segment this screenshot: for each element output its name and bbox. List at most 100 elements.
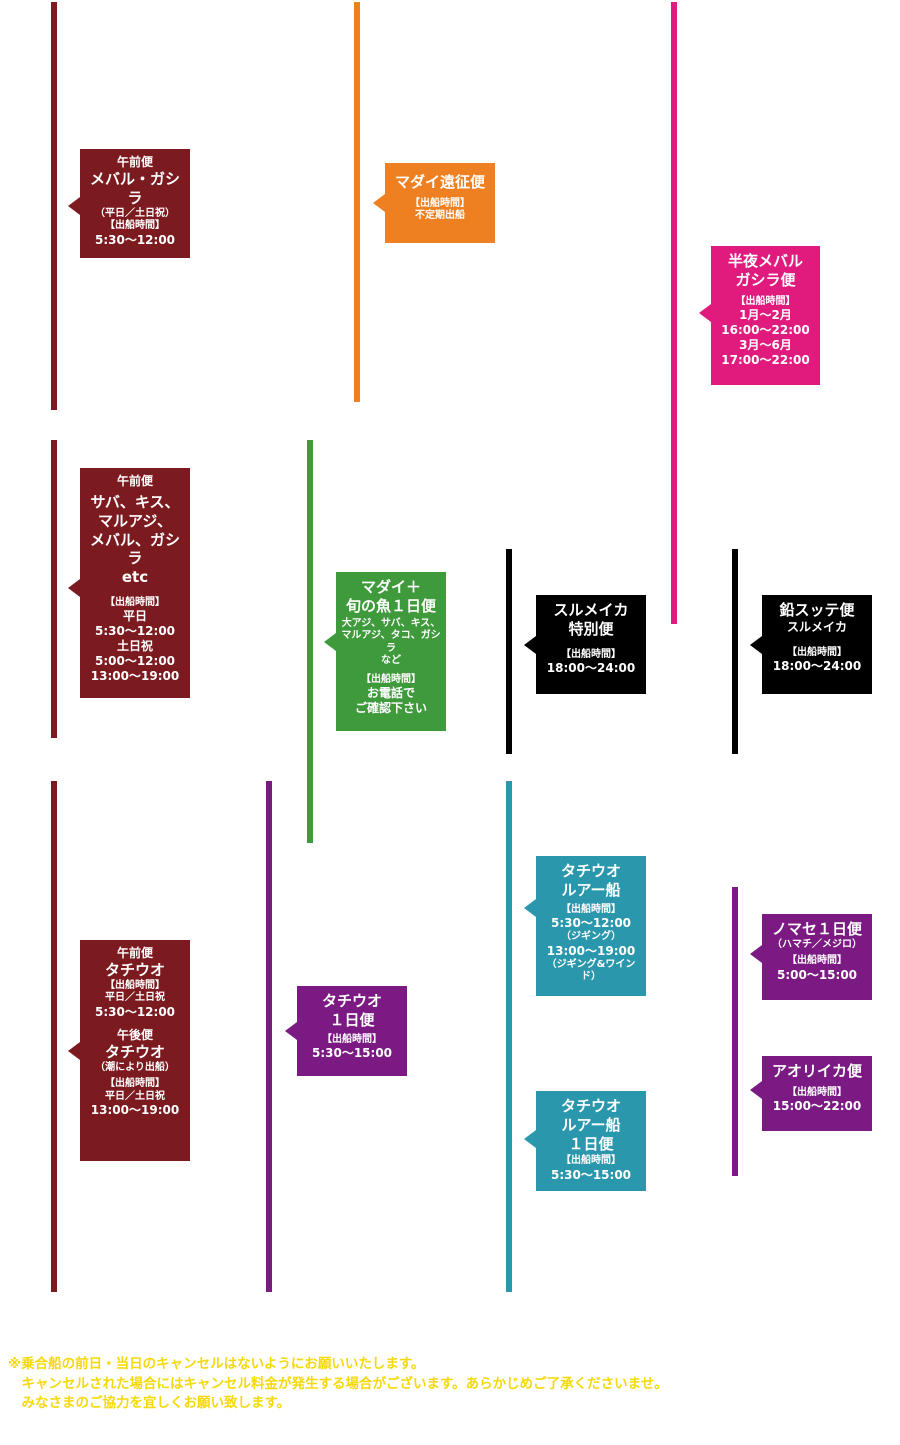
- trip-box-namari-sutte: 鉛スッテ便 スルメイカ 【出船時間】 18:00～24:00: [750, 595, 872, 694]
- day-label: 平日: [122, 609, 147, 624]
- departure-label: 【出船時間】: [561, 648, 621, 660]
- trip-title: タチウオ: [560, 862, 621, 880]
- trip-title: 午後便: [116, 1027, 153, 1042]
- trip-title: タチウオ: [321, 992, 382, 1010]
- trip-box-tachiuo-lure: タチウオ ルアー船 【出船時間】 5:30～12:00 （ジギング） 13:00…: [524, 856, 646, 996]
- departure-time: 13:00～19:00: [90, 669, 180, 684]
- departure-time: 5:30～12:00: [94, 624, 176, 639]
- trip-box-mebaru-morning: 午前便 メバル・ガシラ （平日／土日祝） 【出船時間】 5:30～12:00: [68, 149, 190, 258]
- trip-title: ルアー船: [561, 880, 621, 899]
- trip-days: （平日／土日祝）: [95, 207, 175, 219]
- trip-box-nomase-day: ノマセ１日便 （ハマチ／メジロ） 【出船時間】 5:00～15:00: [750, 914, 872, 1000]
- trip-title: スルメイカ: [553, 601, 629, 619]
- trip-title: 旬の魚１日便: [345, 596, 436, 615]
- fishing-method: （ジギング&ワインド）: [546, 958, 636, 983]
- trip-box-tachiuo-day: タチウオ １日便 【出船時間】 5:30～15:00: [285, 986, 407, 1076]
- trip-target-fish: メバル・ガシラ: [89, 170, 180, 207]
- timeline-bar-maroon-1: [51, 2, 57, 410]
- departure-time: 15:00～22:00: [772, 1099, 862, 1114]
- cancellation-notice: ※乗合船の前日・当日のキャンセルはないようにお願いいたします。 キャンセルされた…: [8, 1355, 892, 1414]
- day-label: 土日祝: [116, 639, 153, 654]
- departure-label: 【出船時間】: [787, 1086, 847, 1098]
- departure-label: 【出船時間】: [322, 1033, 382, 1045]
- departure-time: 13:00～19:00: [90, 1103, 180, 1117]
- departure-time: 5:30～12:00: [550, 916, 632, 930]
- trip-box-midnight-mebaru: 半夜メバル ガシラ便 【出船時間】 1月～2月 16:00～22:00 3月～6…: [699, 246, 820, 385]
- departure-note: ご確認下さい: [354, 701, 427, 715]
- trip-title: 午前便: [116, 155, 153, 169]
- timeline-bar-teal: [506, 781, 512, 1292]
- departure-time: 18:00～24:00: [772, 659, 862, 674]
- trip-box-surumeika-special: スルメイカ 特別便 【出船時間】 18:00～24:00: [524, 595, 646, 694]
- departure-time: 16:00～22:00: [721, 323, 810, 337]
- timeline-bar-purple-2: [732, 887, 738, 1176]
- departure-label: 【出船時間】: [735, 295, 796, 307]
- timeline-bar-black-2: [732, 549, 738, 754]
- trip-title: マダイ＋: [360, 578, 421, 596]
- departure-time: 5:30～12:00: [94, 1004, 176, 1019]
- trip-box-aoriika: アオリイカ便 【出船時間】 15:00～22:00: [750, 1056, 872, 1131]
- departure-time: 17:00～22:00: [721, 353, 810, 367]
- departure-note: お電話で: [366, 686, 415, 700]
- timeline-bar-orange: [354, 2, 360, 402]
- trip-target-fish: サバ、キス、: [90, 493, 180, 511]
- trip-target-fish: タチウオ: [104, 961, 165, 979]
- trip-condition: （潮により出船）: [95, 1061, 175, 1073]
- departure-label: 【出船時間】: [105, 596, 165, 608]
- departure-time: 5:30～12:00: [94, 232, 176, 247]
- trip-target-fish: など: [381, 655, 401, 666]
- season-label: 3月～6月: [739, 338, 792, 352]
- timeline-bar-maroon-3: [51, 781, 57, 1292]
- departure-label: 【出船時間】: [561, 1155, 621, 1167]
- departure-time: 13:00～19:00: [546, 943, 636, 958]
- trip-title: ルアー船: [561, 1115, 621, 1134]
- trip-title: ガシラ便: [735, 270, 796, 289]
- departure-time: 5:30～15:00: [550, 1167, 632, 1182]
- trip-title: ノマセ１日便: [771, 920, 862, 938]
- trip-title: マダイ遠征便: [394, 173, 485, 191]
- trip-box-tachiuo-morning-afternoon: 午前便 タチウオ 【出船時間】 平日／土日祝 5:30～12:00 午後便 タチ…: [68, 940, 190, 1161]
- departure-label: 【出船時間】: [787, 646, 847, 658]
- departure-time: 18:00～24:00: [546, 661, 636, 675]
- fishing-method: （ジギング）: [561, 931, 621, 942]
- trip-target-fish: （ハマチ／メジロ）: [772, 938, 862, 950]
- departure-note: 不定期出船: [415, 210, 465, 222]
- departure-label: 【出船時間】: [561, 903, 621, 915]
- trip-target-fish: マルアジ、タコ、ガシラ: [341, 630, 441, 654]
- trip-target-fish: スルメイカ: [786, 619, 847, 634]
- trip-title: タチウオ: [560, 1097, 621, 1115]
- departure-time: 5:00～15:00: [776, 967, 858, 982]
- trip-title: 午前便: [116, 474, 153, 488]
- notice-line: みなさまのご協力を宜しくお願い致します。: [8, 1395, 291, 1412]
- timeline-bar-magenta: [671, 2, 677, 624]
- departure-label: 【出船時間】: [105, 1078, 165, 1089]
- trip-target-fish: タチウオ: [104, 1042, 165, 1061]
- trip-days: 平日／土日祝: [105, 992, 165, 1004]
- season-label: 1月～2月: [739, 308, 792, 322]
- notice-line: ※乗合船の前日・当日のキャンセルはないようにお願いいたします。: [8, 1356, 425, 1372]
- timeline-bar-purple-1: [266, 781, 272, 1292]
- trip-box-tachiuo-lure-day: タチウオ ルアー船 １日便 【出船時間】 5:30～15:00: [524, 1091, 646, 1191]
- timeline-bar-green: [307, 440, 313, 843]
- trip-title: 半夜メバル: [727, 252, 803, 270]
- trip-box-saba-morning: 午前便 サバ、キス、 マルアジ、 メバル、ガシラ etc 【出船時間】 平日 5…: [68, 468, 190, 698]
- timeline-bar-black-1: [506, 549, 512, 754]
- trip-title: 鉛スッテ便: [779, 601, 855, 619]
- trip-title: 特別便: [568, 619, 614, 638]
- notice-line: キャンセルされた場合にはキャンセル料金が発生する場合がございます。あらかじめご了…: [8, 1375, 668, 1392]
- departure-time: 5:30～15:00: [311, 1046, 393, 1060]
- trip-title: １日便: [329, 1010, 375, 1029]
- departure-label: 【出船時間】: [361, 673, 421, 685]
- trip-target-fish: マルアジ、: [98, 511, 172, 530]
- trip-target-fish: メバル、ガシラ: [89, 530, 180, 568]
- trip-title: アオリイカ便: [771, 1062, 862, 1080]
- trip-target-fish: etc: [121, 568, 149, 586]
- trip-days: 平日／土日祝: [105, 1090, 165, 1102]
- departure-time: 5:00～12:00: [94, 654, 176, 669]
- trip-target-fish: 大アジ、サバ、キス、: [341, 617, 441, 629]
- departure-label: 【出船時間】: [105, 979, 165, 991]
- timeline-bar-maroon-2: [51, 440, 57, 738]
- departure-label: 【出船時間】: [105, 220, 165, 231]
- trip-box-madai-expedition: マダイ遠征便 【出船時間】 不定期出船: [373, 163, 495, 243]
- departure-label: 【出船時間】: [410, 197, 470, 209]
